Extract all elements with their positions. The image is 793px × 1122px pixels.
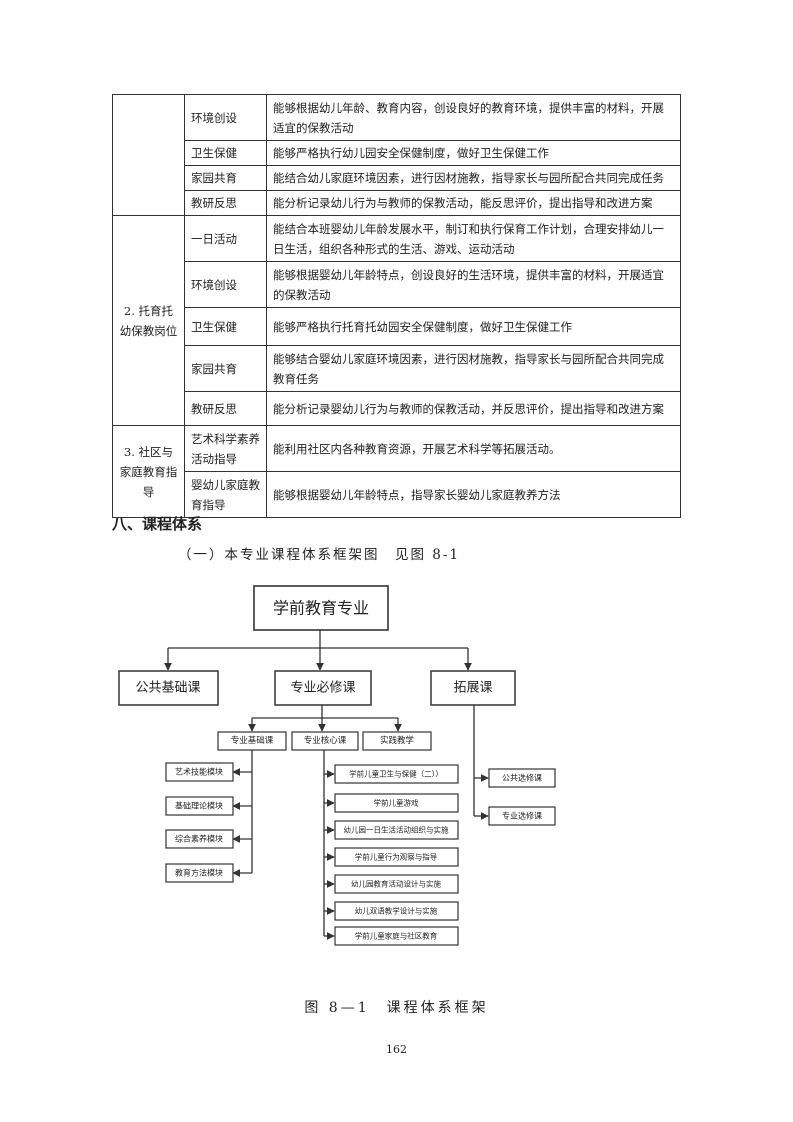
core-course-label: 幼儿园一日生活活动组织与实施 [344,825,449,835]
item-cell: 卫生保健 [184,140,267,166]
level1-label: 公共基础课 [135,681,200,696]
item-cell: 教研反思 [184,190,267,216]
root-label: 学前教育专业 [273,599,369,618]
item-cell: 环境创设 [184,261,267,308]
group-cell: 3. 社区与家庭教育指导 [112,425,185,518]
core-course-box [334,874,459,894]
elective-label: 公共选修课 [502,773,542,783]
item-cell: 一日活动 [184,215,267,262]
desc-cell: 能够结合婴幼儿家庭环境因素，进行因材施教，指导家长与园所配合共同完成教育任务 [266,345,681,392]
extension-box [430,670,516,706]
item-cell: 婴幼儿家庭教育指导 [184,471,267,518]
page-number: 162 [386,1043,407,1056]
level2-label: 实践教学 [380,735,415,746]
item-cell: 艺术科学素养活动指导 [184,425,267,472]
module-label: 教育方法模块 [175,868,223,878]
core-course-label: 学前儿童卫生与保健（二）） [349,769,443,779]
desc-cell: 能结合幼儿家庭环境因素，进行因材施教，指导家长与园所配合共同完成任务 [266,165,681,191]
desc-cell: 能够根据婴幼儿年龄特点，指导家长婴幼儿家庭教养方法 [266,471,681,518]
module-box [165,863,234,883]
public-basic-box [118,670,219,706]
level1-label: 专业必修课 [290,681,355,696]
competency-table: 环境创设 能够根据幼儿年龄、教育内容，创设良好的教育环境，提供丰富的材料，开展适… [112,94,681,518]
desc-cell: 能够根据婴幼儿年龄特点，创设良好的生活环境，提供丰富的材料，开展适宜的保教活动 [266,261,681,308]
figure-caption: 图 8—1 课程体系框架 [304,1000,489,1016]
core-course-label: 学前儿童游戏 [374,798,419,808]
group-cell: 2. 托育托幼保教岗位 [112,215,185,426]
module-label: 基础理论模块 [175,801,223,811]
prof-core-box [291,731,359,751]
core-course-box [334,820,459,840]
prof-basic-box [217,731,287,751]
elective-box [488,768,556,788]
item-cell: 卫生保健 [184,307,267,346]
elective-label: 专业选修课 [502,811,542,821]
level1-label: 拓展课 [453,681,492,696]
professional-required-box [274,670,372,706]
core-course-box [334,926,459,946]
item-cell: 教研反思 [184,391,267,426]
desc-cell: 能分析记录婴幼儿行为与教师的保教活动，并反思评价，提出指导和改进方案 [266,391,681,426]
module-label: 综合素养模块 [175,834,223,844]
elective-box [488,806,556,826]
subsection-heading: （一）本专业课程体系框架图 见图 8-1 [178,547,461,563]
core-course-label: 学前儿童行为观察与指导 [355,852,438,862]
group-cell [112,94,185,216]
module-box [165,762,234,782]
desc-cell: 能结合本班婴幼儿年龄发展水平，制订和执行保育工作计划，合理安排幼儿一日生活，组织… [266,215,681,262]
section-heading: 八、课程体系 [112,515,203,533]
core-course-box [334,847,459,867]
core-course-box [334,901,459,921]
practice-box [362,731,432,751]
module-box [165,829,234,849]
module-label: 艺术技能模块 [175,767,223,777]
desc-cell: 能分析记录幼儿行为与教师的保教活动，能反思评价，提出指导和改进方案 [266,190,681,216]
core-course-label: 学前儿童家庭与社区教育 [355,931,438,941]
core-course-label: 幼儿园教育活动设计与实施 [351,879,441,889]
desc-cell: 能够严格执行幼儿园安全保健制度，做好卫生保健工作 [266,140,681,166]
core-course-label: 幼儿双语教学设计与实施 [355,906,438,916]
module-box [165,796,234,816]
level2-label: 专业核心课 [304,735,347,746]
desc-cell: 能够严格执行托育托幼园安全保健制度，做好卫生保健工作 [266,307,681,346]
desc-cell: 能利用社区内各种教育资源，开展艺术科学等拓展活动。 [266,425,681,472]
core-course-box [334,793,459,813]
level2-label: 专业基础课 [231,735,274,746]
item-cell: 家园共育 [184,345,267,392]
core-course-box [334,764,459,784]
root-box [253,585,389,631]
